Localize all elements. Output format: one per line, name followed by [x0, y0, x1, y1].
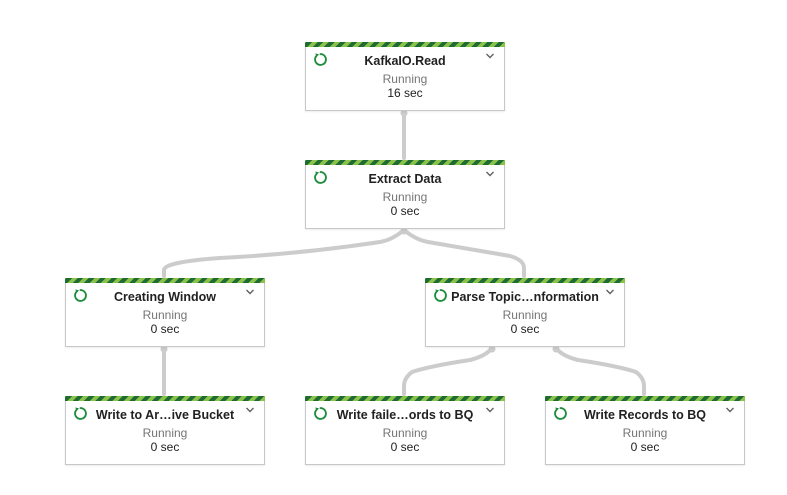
step-title: Extract Data — [368, 172, 442, 186]
refresh-circle-icon — [314, 407, 327, 420]
step-wall-time: 0 sec — [630, 440, 660, 454]
edge-parse-topic-to-write-records — [554, 346, 646, 396]
step-status: Running — [142, 426, 188, 440]
chevron-down-icon[interactable] — [485, 170, 495, 178]
step-status: Running — [622, 426, 668, 440]
step-wall-time: 0 sec — [390, 204, 420, 218]
step-node-extract-data[interactable]: Extract Data Running 0 sec — [305, 160, 505, 229]
step-wall-time: 0 sec — [510, 322, 540, 336]
step-title: Write Records to BQ — [583, 408, 706, 422]
step-wall-time: 0 sec — [150, 440, 180, 454]
step-title: KafkaIO.Read — [364, 54, 446, 68]
step-node-kafkaio-read[interactable]: KafkaIO.Read Running 16 sec — [305, 42, 505, 111]
step-status: Running — [502, 308, 548, 322]
chevron-down-icon[interactable] — [605, 288, 615, 296]
step-node-write-to-archive-bucket[interactable]: Write to Ar…ive Bucket Running 0 sec — [65, 396, 265, 465]
step-node-parse-topic-information[interactable]: Parse Topic…nformation Running 0 sec — [425, 278, 625, 347]
chevron-down-icon[interactable] — [485, 406, 495, 414]
edge-extract-to-creating-window — [162, 228, 406, 278]
running-progress-stripe — [305, 396, 505, 401]
edge-parse-topic-to-write-failed — [402, 346, 494, 396]
refresh-circle-icon — [74, 407, 87, 420]
running-progress-stripe — [305, 42, 505, 47]
step-node-creating-window[interactable]: Creating Window Running 0 sec — [65, 278, 265, 347]
step-status: Running — [382, 72, 428, 86]
chevron-down-icon[interactable] — [245, 288, 255, 296]
running-progress-stripe — [305, 160, 505, 165]
step-status: Running — [382, 190, 428, 204]
chevron-down-icon[interactable] — [485, 52, 495, 60]
running-progress-stripe — [545, 396, 745, 401]
running-progress-stripe — [65, 396, 265, 401]
step-wall-time: 16 sec — [387, 86, 423, 100]
refresh-circle-icon — [314, 53, 327, 66]
chevron-down-icon[interactable] — [725, 406, 735, 414]
chevron-down-icon[interactable] — [245, 406, 255, 414]
running-progress-stripe — [425, 278, 625, 283]
refresh-circle-icon — [554, 407, 567, 420]
running-progress-stripe — [65, 278, 265, 283]
step-title: Creating Window — [114, 290, 216, 304]
refresh-circle-icon — [314, 171, 327, 184]
step-node-write-failed-records-to-bq[interactable]: Write faile…ords to BQ Running 0 sec — [305, 396, 505, 465]
step-wall-time: 0 sec — [390, 440, 420, 454]
step-status: Running — [382, 426, 428, 440]
step-node-write-records-to-bq[interactable]: Write Records to BQ Running 0 sec — [545, 396, 745, 465]
step-title: Parse Topic…nformation — [451, 290, 599, 304]
refresh-circle-icon — [74, 289, 87, 302]
step-title: Write to Ar…ive Bucket — [95, 408, 235, 422]
edge-extract-to-parse-topic — [402, 228, 526, 278]
step-status: Running — [142, 308, 188, 322]
step-wall-time: 0 sec — [150, 322, 180, 336]
refresh-circle-icon — [434, 289, 447, 302]
step-title: Write faile…ords to BQ — [336, 408, 474, 422]
